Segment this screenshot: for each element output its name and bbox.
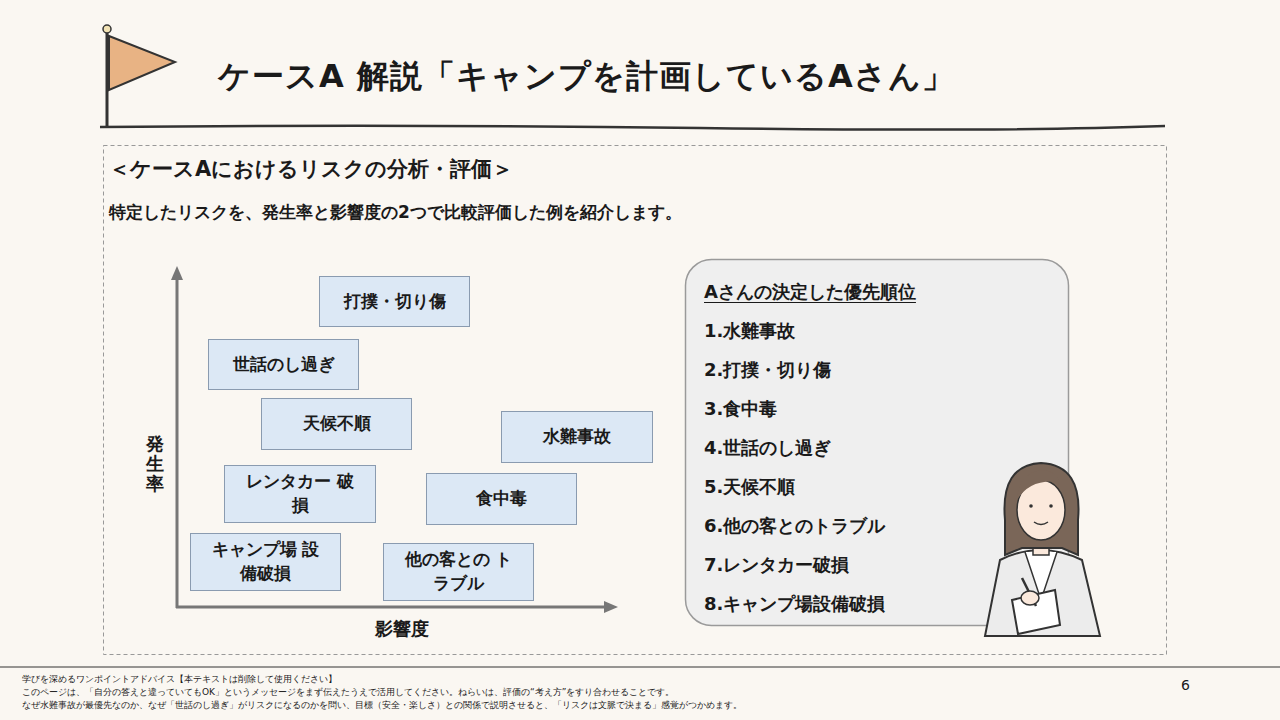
risk-box: 天候不順 [261, 398, 412, 450]
risk-box: 打撲・切り傷 [319, 276, 470, 327]
axis-label: 発生率 [146, 434, 164, 493]
footer-note: このページは、「自分の答えと違っていてもOK」というメッセージをまず伝えたうえで… [22, 686, 674, 699]
hair [1004, 463, 1078, 555]
title-underline [100, 126, 1165, 130]
risk-label: 食中毒 [476, 487, 527, 511]
notebook [1012, 590, 1060, 634]
priority-item: 6.他の客とのトラブル [704, 514, 885, 538]
risk-box: 水難事故 [501, 411, 653, 463]
flag [109, 36, 175, 90]
risk-box: 他の客との トラブル [383, 543, 534, 601]
fringe [1017, 470, 1060, 500]
priority-item: 4.世話のし過ぎ [704, 436, 831, 460]
x-arrow [604, 601, 618, 613]
dashed-frame [104, 146, 1167, 655]
panel-heading: Aさんの決定した優先順位 [704, 280, 916, 304]
risk-box: キャンプ場 設備破損 [190, 533, 341, 591]
footer-rule [0, 667, 1280, 668]
risk-label: レンタカー 破損 [245, 470, 355, 518]
risk-label: 世話のし過ぎ [233, 353, 335, 377]
section-lead: 特定したリスクを、発生率と影響度の2つで比較評価した例を紹介します。 [109, 201, 682, 224]
risk-label: 水難事故 [543, 425, 611, 449]
risk-label: キャンプ場 設備破損 [211, 538, 321, 586]
jacket [985, 550, 1100, 636]
page-number: 6 [1181, 677, 1190, 693]
axis-label: 影響度 [375, 617, 429, 641]
priority-panel: Aさんの決定した優先順位 1.水難事故 2.打撲・切り傷 3.食中毒 4.世話のし過ぎ 5… [685, 260, 1068, 626]
flag-ball [103, 25, 111, 33]
priority-item: 8.キャンプ場設備破損 [704, 592, 885, 616]
priority-item: 7.レンタカー破損 [704, 553, 849, 577]
priority-item: 3.食中毒 [704, 397, 777, 421]
section-heading: ＜ケースAにおけるリスクの分析・評価＞ [109, 155, 513, 183]
priority-item: 1.水難事故 [704, 319, 795, 343]
y-axis [176, 272, 179, 608]
y-arrow [171, 266, 183, 280]
risk-box: 世話のし過ぎ [208, 339, 359, 390]
hand [1021, 591, 1039, 605]
x-axis [176, 606, 610, 609]
risk-label: 天候不順 [303, 412, 371, 436]
priority-item: 5.天候不順 [704, 475, 795, 499]
risk-box: 食中毒 [426, 473, 577, 525]
footer-note: 学びを深めるワンポイントアドバイス【本テキストは削除して使用ください】 [22, 673, 337, 686]
risk-label: 他の客との トラブル [404, 548, 514, 596]
analysis-frame: ＜ケースAにおけるリスクの分析・評価＞ 特定したリスクを、発生率と影響度の2つで比… [103, 145, 1167, 655]
priority-item: 2.打撲・切り傷 [704, 358, 831, 382]
risk-label: 打撲・切り傷 [344, 290, 446, 314]
footer-note: なぜ水難事故が最優先なのか、なぜ「世話のし過ぎ」がリスクになるのかを問い、目標（… [22, 699, 742, 712]
page-title: ケースA 解説「キャンプを計画しているAさん」 [218, 55, 955, 99]
risk-box: レンタカー 破損 [224, 465, 376, 523]
